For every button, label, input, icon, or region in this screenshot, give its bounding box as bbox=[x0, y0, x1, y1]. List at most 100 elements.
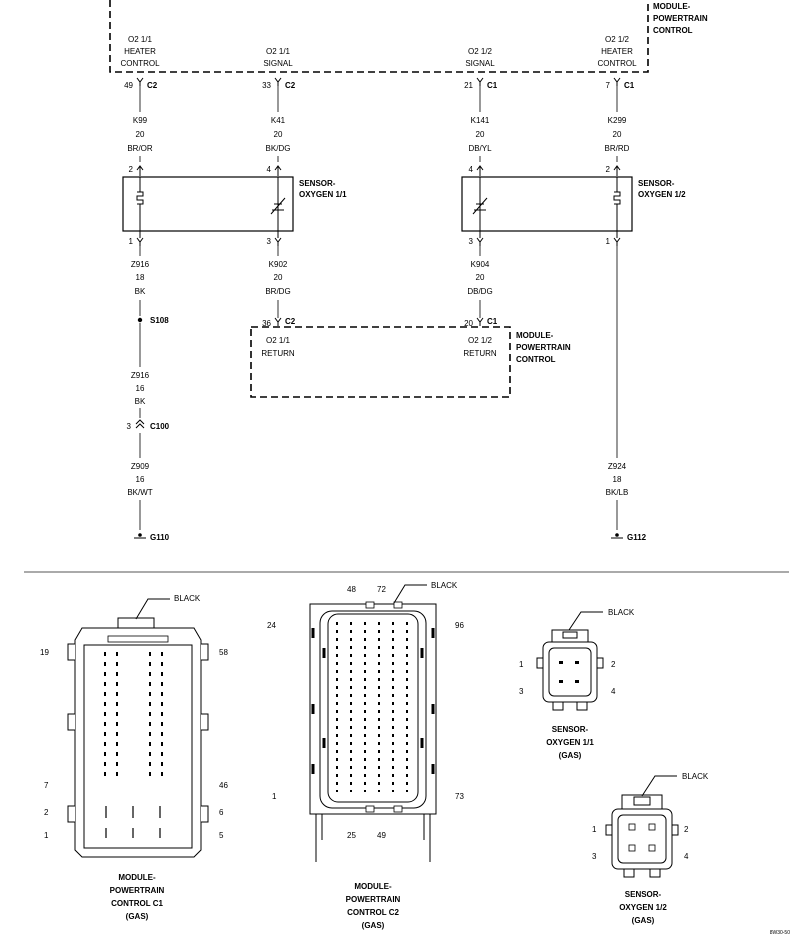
pcm-bottom-module: 36 C2 20 C1 O2 1/1 RETURN O2 1/2 RETURN … bbox=[250, 317, 571, 398]
pin-number: 3 bbox=[469, 237, 474, 246]
pin-label: O2 1/2 bbox=[468, 47, 493, 56]
pin-number: 73 bbox=[455, 792, 464, 801]
connector-caption: POWERTRAIN bbox=[346, 895, 401, 904]
pin-label: O2 1/2 bbox=[468, 336, 493, 345]
connector-caption: (GAS) bbox=[559, 751, 582, 760]
oxygen-sensor-1-1: SENSOR- OXYGEN 1/1 bbox=[122, 176, 347, 232]
pin-number: 5 bbox=[219, 831, 224, 840]
connector-caption: OXYGEN 1/1 bbox=[546, 738, 594, 747]
wire-id: Z916 bbox=[131, 260, 150, 269]
pin-number: 1 bbox=[44, 831, 49, 840]
pin-label: SIGNAL bbox=[465, 59, 495, 68]
wire-id: Z909 bbox=[131, 462, 150, 471]
figure-id: 8W30-50 bbox=[770, 930, 791, 936]
pin-number: 19 bbox=[40, 648, 49, 657]
pcm-top-label-3: CONTROL bbox=[653, 26, 693, 35]
wire-gauge: 20 bbox=[476, 130, 485, 139]
pin-number: 1 bbox=[606, 237, 611, 246]
sensor-label: SENSOR- bbox=[638, 179, 675, 188]
sensor-top-pins: 2 4 4 2 bbox=[129, 165, 621, 176]
pin-number: 4 bbox=[267, 165, 272, 174]
wire-gauge: 16 bbox=[136, 475, 145, 484]
pin-number: 20 bbox=[464, 319, 473, 328]
pin-number: 36 bbox=[262, 319, 271, 328]
pin-number: 48 bbox=[347, 585, 356, 594]
splice-s108: S108 bbox=[137, 316, 169, 325]
pcm-top-label-1: MODULE- bbox=[653, 2, 691, 11]
connector-caption: (GAS) bbox=[126, 912, 149, 921]
pin-number: 49 bbox=[377, 831, 386, 840]
pin-label: CONTROL bbox=[597, 59, 637, 68]
top-pin-2: O2 1/1 SIGNAL 33 C2 bbox=[262, 47, 296, 90]
top-terminal-forks bbox=[136, 77, 621, 87]
pin-number: 4 bbox=[469, 165, 474, 174]
pin-number: 2 bbox=[611, 660, 616, 669]
wire-color: DB/DG bbox=[467, 287, 492, 296]
wire-color: BK/DG bbox=[266, 144, 291, 153]
ground-label: G110 bbox=[150, 533, 170, 542]
pcm-top-label-2: POWERTRAIN bbox=[653, 14, 708, 23]
pin-number: 2 bbox=[129, 165, 134, 174]
sensor-bottom-pins: 1 3 3 1 bbox=[129, 231, 621, 247]
pin-label: O2 1/1 bbox=[266, 47, 291, 56]
lower-wire-labels: Z916 18 BK K902 20 BR/DG K904 20 DB/DG Z… bbox=[127, 260, 628, 497]
pin-number: 2 bbox=[684, 825, 689, 834]
wire-color: BR/RD bbox=[605, 144, 630, 153]
connector-color: BLACK bbox=[431, 581, 458, 590]
pin-number: 1 bbox=[592, 825, 597, 834]
sensor-label: OXYGEN 1/2 bbox=[638, 190, 686, 199]
connector-caption: POWERTRAIN bbox=[110, 886, 165, 895]
pin-number: 7 bbox=[44, 781, 49, 790]
pin-number: 6 bbox=[219, 808, 224, 817]
pin-number: 1 bbox=[272, 792, 277, 801]
ground-g110: G110 bbox=[134, 533, 170, 542]
connector-color: BLACK bbox=[682, 772, 709, 781]
o2-1-2-connector-view: BLACK 1 2 3 4 SENSOR- OXYGEN 1/2 (GAS) bbox=[592, 772, 709, 925]
pin-number: 3 bbox=[592, 852, 597, 861]
wire-color: BR/OR bbox=[127, 144, 153, 153]
pin-number: 4 bbox=[611, 687, 616, 696]
pin-number: 25 bbox=[347, 831, 356, 840]
connector-caption: CONTROL C1 bbox=[111, 899, 163, 908]
pin-label: O2 1/1 bbox=[266, 336, 291, 345]
sensor-label: OXYGEN 1/1 bbox=[299, 190, 347, 199]
pin-label: RETURN bbox=[261, 349, 295, 358]
pin-label: HEATER bbox=[124, 47, 156, 56]
top-pin-3: O2 1/2 SIGNAL 21 C1 bbox=[464, 47, 498, 90]
wire-color: BK bbox=[135, 287, 146, 296]
wire-id: Z924 bbox=[608, 462, 627, 471]
pin-number: 2 bbox=[606, 165, 611, 174]
pin-number: 33 bbox=[262, 81, 271, 90]
pin-label: SIGNAL bbox=[263, 59, 293, 68]
pin-number: 4 bbox=[684, 852, 689, 861]
connector-color: BLACK bbox=[174, 594, 201, 603]
connector-id: C1 bbox=[624, 81, 635, 90]
connector-caption: MODULE- bbox=[354, 882, 392, 891]
wire-color: BK bbox=[135, 397, 146, 406]
wire-id: Z916 bbox=[131, 371, 150, 380]
pin-label: CONTROL bbox=[120, 59, 160, 68]
wire-id: K41 bbox=[271, 116, 286, 125]
wire-id: K904 bbox=[471, 260, 490, 269]
wire-id: K141 bbox=[471, 116, 490, 125]
connector-caption: CONTROL C2 bbox=[347, 908, 399, 917]
connector-caption: MODULE- bbox=[118, 873, 156, 882]
pcm-c1-connector-view: BLACK 19 58 7 46 2 6 1 5 MODULE- POWERTR… bbox=[40, 594, 228, 921]
pin-number: 96 bbox=[455, 621, 464, 630]
pcm-top-module: MODULE- POWERTRAIN CONTROL bbox=[109, 0, 708, 73]
pin-label: O2 1/1 bbox=[128, 35, 153, 44]
connector-id: C2 bbox=[285, 317, 296, 326]
sensor-label: SENSOR- bbox=[299, 179, 336, 188]
pin-number: 21 bbox=[464, 81, 473, 90]
connector-caption: SENSOR- bbox=[625, 890, 662, 899]
pin-number: 2 bbox=[44, 808, 49, 817]
pin-label: O2 1/2 bbox=[605, 35, 630, 44]
heater-element-icon bbox=[136, 177, 144, 231]
wire-gauge: 20 bbox=[476, 273, 485, 282]
pcm-bottom-label-1: MODULE- bbox=[516, 331, 554, 340]
wire-id: K299 bbox=[608, 116, 627, 125]
connector-id: C100 bbox=[150, 422, 170, 431]
wire-gauge: 20 bbox=[136, 130, 145, 139]
wire-id: K99 bbox=[133, 116, 148, 125]
